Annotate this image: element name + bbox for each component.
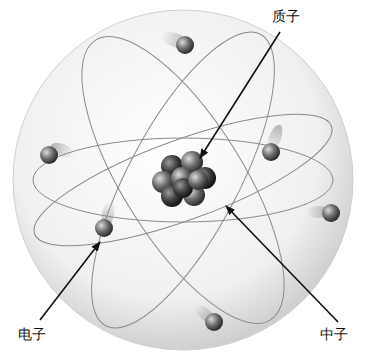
neutron-label: 中子 <box>318 326 350 343</box>
electron-label: 电子 <box>16 326 48 343</box>
proton-label: 质子 <box>270 8 302 25</box>
